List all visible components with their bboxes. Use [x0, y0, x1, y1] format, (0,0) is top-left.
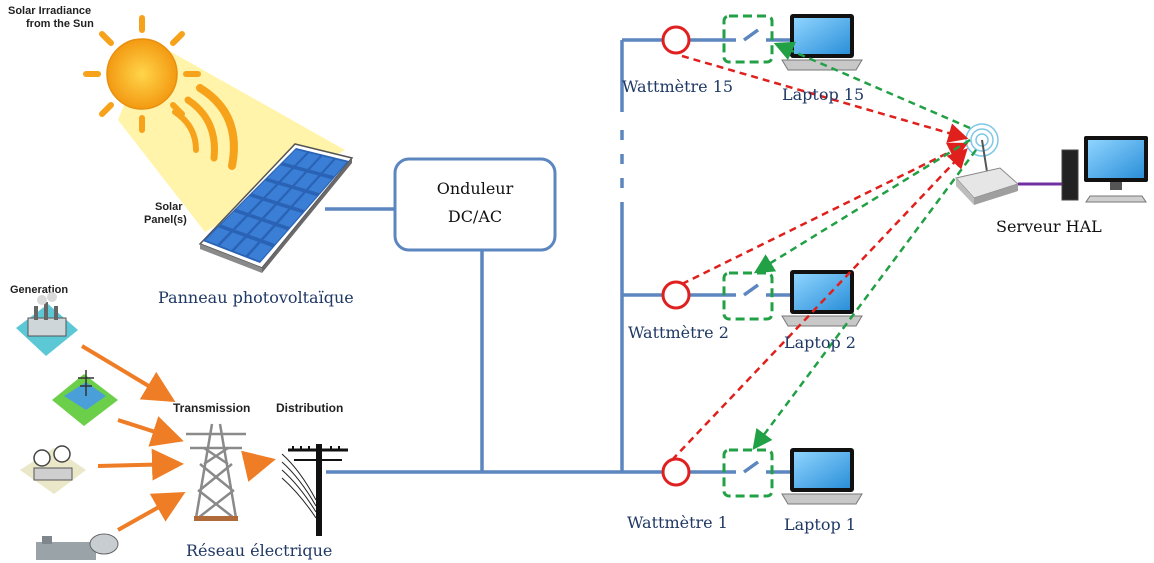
hydro-dam-icon [52, 370, 118, 426]
serveur-label: Serveur HAL [996, 217, 1102, 236]
panel-cell [265, 184, 290, 202]
inverter-box: Onduleur DC/AC [393, 157, 557, 252]
panel-cell [252, 180, 276, 198]
factory-icon [16, 292, 78, 356]
solar-panel-label-2: Panel(s) [144, 214, 187, 226]
grid-section: Generation [10, 284, 348, 560]
panel-cell [308, 176, 332, 194]
panel-cell [296, 153, 320, 169]
wattmeter-1-icon [661, 457, 691, 487]
reseau-label: Réseau électrique [186, 541, 332, 560]
wattmetre-2-label: Wattmètre 2 [628, 323, 729, 342]
panel-cell [219, 232, 244, 250]
panel-cell [267, 165, 292, 182]
panel-cell [278, 209, 302, 227]
solar-section: Solar Irradiance from the Sun Solar Pane… [8, 5, 354, 307]
distribution-label: Distribution [276, 401, 343, 415]
distribution-pole-icon [281, 444, 348, 536]
measurement-links [671, 54, 969, 461]
panel-cell [236, 196, 261, 213]
solar-panel-icon [198, 143, 354, 273]
nuclear-plant-icon [36, 533, 119, 560]
panel-cell [234, 237, 259, 256]
panel-cell [293, 192, 317, 211]
switch-2-box [722, 271, 774, 321]
bus-wiring [325, 28, 790, 474]
transmission-label: Transmission [173, 401, 250, 415]
switches [722, 14, 774, 498]
solar-irradiance-label: Solar Irradiance [8, 5, 91, 17]
panel-cell [279, 188, 304, 206]
switch-1-box [722, 448, 774, 498]
panel-cell [281, 168, 305, 186]
panneau-label: Panneau photovoltaïque [158, 288, 354, 307]
panel-cell [249, 221, 274, 239]
control-links [752, 41, 978, 451]
panel-cells [205, 149, 347, 261]
switch-15-box [722, 14, 774, 64]
panel-cell [250, 200, 275, 218]
laptop-15-icon [781, 14, 863, 71]
laptop-2-icon [781, 270, 863, 327]
wattmeters [661, 25, 691, 487]
panel-cell [248, 242, 273, 261]
solar-panel-label: Solar [155, 201, 183, 213]
generation-arrows [80, 344, 276, 532]
transmission-tower-icon [186, 423, 246, 521]
laptop-1-label: Laptop 1 [784, 515, 856, 534]
inverter-label-2: DC/AC [448, 207, 502, 226]
panel-cell [283, 149, 307, 166]
wattmetre-15-label: Wattmètre 15 [622, 77, 733, 96]
laptop-15-label: Laptop 15 [782, 85, 864, 104]
generation-label: Generation [10, 284, 68, 296]
panel-cell [205, 227, 230, 245]
laptop-1-icon [781, 448, 863, 505]
heat-waves [172, 84, 238, 170]
wattmeter-15-icon [661, 25, 691, 55]
panel-cell [221, 211, 246, 229]
inverter-label: Onduleur [437, 179, 514, 198]
wattmetre-1-label: Wattmètre 1 [627, 513, 728, 532]
laptop-2-label: Laptop 2 [784, 333, 856, 352]
panel-cell [264, 205, 289, 223]
power-plant-icon [20, 445, 86, 494]
panel-cell [309, 156, 334, 173]
solar-irradiance-label-2: from the Sun [26, 18, 94, 30]
panel-cell [294, 172, 319, 190]
panel-cell [235, 216, 260, 234]
panel-cell [323, 159, 347, 177]
panel-cell [263, 226, 288, 244]
sun-icon [83, 15, 201, 133]
wattmeter-2-icon [661, 280, 691, 310]
desktop-computer-icon [1061, 136, 1148, 203]
